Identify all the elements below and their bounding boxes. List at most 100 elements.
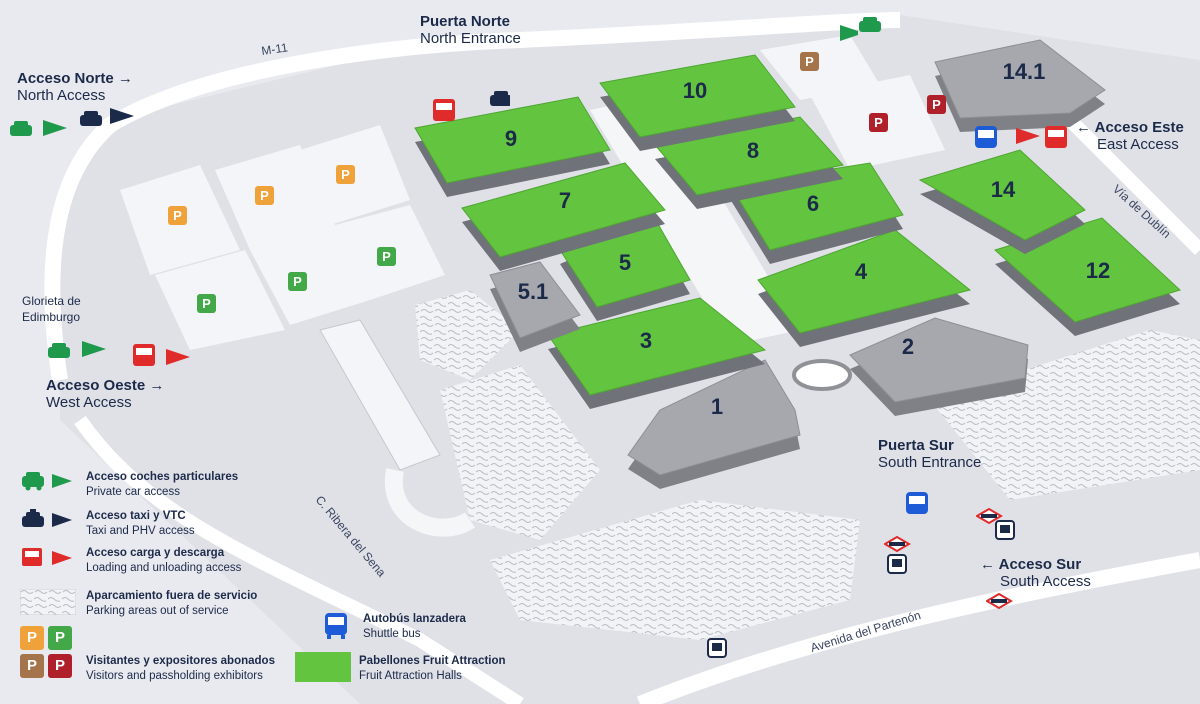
- parking-icon: P: [927, 95, 946, 114]
- partenon-road: [637, 552, 1200, 704]
- north-gate-label: Puerta Norte North Entrance: [420, 13, 521, 48]
- hall-5.1[interactable]: [489, 261, 581, 339]
- taxi-icon: [22, 509, 72, 527]
- legend-oos-en: Parking areas out of service: [86, 604, 229, 617]
- parking-icon: P: [197, 294, 216, 313]
- parking-icon: P: [168, 206, 187, 225]
- legend-taxi: Acceso taxi y VTC Taxi and PHV access: [20, 509, 195, 537]
- hall-2-label: 2: [902, 334, 914, 359]
- hall-3-label: 3: [640, 328, 652, 353]
- bus-stop-icon: [887, 554, 907, 574]
- parking-lots: [120, 35, 945, 350]
- hall-7[interactable]: [461, 162, 666, 258]
- hall-14.1[interactable]: [934, 39, 1106, 119]
- arrow-flag-icon: [110, 108, 134, 124]
- parking-icon: P: [800, 52, 819, 71]
- arrow-icon: ←: [1076, 119, 1091, 136]
- parking-icon: P: [336, 165, 355, 184]
- green-swatch: [295, 652, 351, 682]
- bus-icon: [325, 613, 347, 639]
- east-access-es: Acceso Este: [1094, 119, 1184, 136]
- south-gate-label: Puerta Sur South Entrance: [878, 437, 981, 472]
- hall-5.1-label: 5.1: [518, 279, 549, 304]
- legend-passholders-es: Visitantes y expositores abonados: [86, 655, 275, 667]
- legend-loading-en: Loading and unloading access: [86, 561, 242, 574]
- bus-icon: [906, 492, 928, 514]
- car-icon: [10, 121, 32, 136]
- legend-out-of-service: Aparcamiento fuera de servicio Parking a…: [19, 588, 257, 620]
- hall-9[interactable]: [414, 96, 611, 184]
- west-access-label: Acceso Oeste → West Access: [46, 377, 164, 412]
- glorieta-line1: Glorieta de: [22, 294, 81, 308]
- hall-1[interactable]: [627, 359, 801, 476]
- bus-stop-icon: [995, 520, 1015, 540]
- metro-icon: [976, 508, 1003, 525]
- arrow-flag-icon: [82, 341, 106, 357]
- arrow-icon: →: [149, 377, 165, 394]
- metro-icon: [986, 593, 1013, 610]
- ribera-road: [74, 415, 524, 704]
- arrow-flag-icon: [840, 25, 858, 41]
- bus-stop-icon: [707, 638, 727, 658]
- perimeter-road: [44, 12, 901, 382]
- hall-10[interactable]: [599, 54, 796, 138]
- west-access-es: Acceso Oeste: [46, 377, 146, 394]
- legend-car-en: Private car access: [86, 485, 180, 498]
- bus-icon: [975, 126, 997, 148]
- legend-car-es: Acceso coches particulares: [86, 471, 239, 483]
- car-icon: [48, 343, 70, 358]
- hall-14[interactable]: [918, 149, 1086, 241]
- west-access-en: West Access: [46, 394, 132, 412]
- legend-loading-es: Acceso carga y descarga: [86, 547, 225, 559]
- hall-2[interactable]: [849, 317, 1029, 403]
- arrow-icon: ←: [980, 556, 995, 573]
- north-access-es: Acceso Norte: [17, 70, 114, 87]
- legend-shuttle-es: Autobús lanzadera: [363, 613, 466, 625]
- central-walkway: [590, 95, 800, 345]
- parking-icon: P: [255, 186, 274, 205]
- parking-icon-orange: P: [20, 626, 44, 650]
- legend-fruit-halls: Pabellones Fruit Attraction Fruit Attrac…: [295, 652, 506, 682]
- hall-8-label: 8: [747, 138, 759, 163]
- legend-shuttle: Autobús lanzadera Shuttle bus: [324, 612, 466, 645]
- south-access-en: South Access: [1000, 573, 1091, 591]
- arrow-flag-icon: [166, 349, 190, 365]
- north-gate-en: North Entrance: [420, 30, 521, 48]
- arrow-icon: →: [117, 70, 133, 87]
- hall-4[interactable]: [757, 229, 972, 334]
- east-access-en: East Access: [1097, 136, 1179, 154]
- parking-icon-brown: P: [20, 654, 44, 678]
- legend-taxi-es: Acceso taxi y VTC: [86, 510, 186, 522]
- legend-loading: Acceso carga y descarga Loading and unlo…: [20, 546, 241, 575]
- hall-14.1-label: 14.1: [1003, 59, 1046, 84]
- hall-3[interactable]: [547, 297, 767, 396]
- parking-icon-red: P: [48, 654, 72, 678]
- legend-passholders: P P P P Visitantes y expositores abonado…: [20, 626, 275, 682]
- arrow-flag-icon: [43, 120, 67, 136]
- east-access-label: ← Acceso Este East Access: [1076, 119, 1184, 154]
- north-access-label: Acceso Norte → North Access: [17, 70, 133, 105]
- dublin-road: [1055, 105, 1200, 255]
- scribble-swatch-icon: [19, 588, 77, 616]
- car-icon: [22, 472, 72, 491]
- parking-icon: P: [377, 247, 396, 266]
- legend-fruit-halls-es: Pabellones Fruit Attraction: [359, 655, 506, 667]
- hall-10-label: 10: [683, 78, 707, 103]
- truck-icon: [133, 344, 155, 366]
- parking-badges-swatch: P P P P: [20, 626, 76, 682]
- hall-9-label: 9: [505, 126, 517, 151]
- legend-taxi-en: Taxi and PHV access: [86, 524, 195, 537]
- truck-icon: [22, 548, 72, 566]
- parking-icon-green: P: [48, 626, 72, 650]
- north-access-en: North Access: [17, 87, 106, 105]
- glorieta-label: Glorieta de Edimburgo: [22, 294, 81, 325]
- legend-fruit-halls-en: Fruit Attraction Halls: [359, 669, 462, 682]
- hall-12-label: 12: [1086, 258, 1110, 283]
- hall-6-label: 6: [807, 191, 819, 216]
- road-label-m11: M-11: [260, 40, 288, 58]
- car-icon: [859, 17, 881, 32]
- south-access-es: Acceso Sur: [998, 556, 1082, 573]
- parking-icon: P: [288, 272, 307, 291]
- legend-car: Acceso coches particulares Private car a…: [20, 470, 238, 498]
